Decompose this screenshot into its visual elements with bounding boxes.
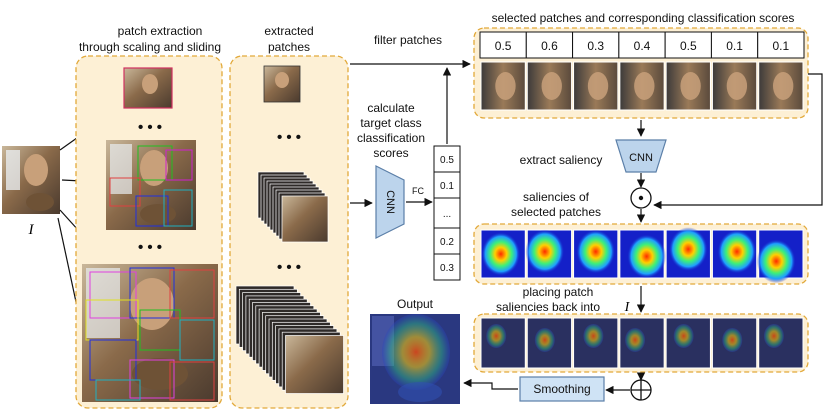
saliency-hotspot: [525, 229, 565, 274]
cnn-horizontal-label: CNN: [629, 152, 653, 164]
fc-cell: [433, 145, 461, 173]
fc-score: ...: [443, 209, 451, 220]
placed-saliency-overlay: [534, 328, 555, 352]
saliency-maps-row: [480, 227, 804, 284]
placed-saliency-overlay: [722, 328, 743, 352]
fc-score: 0.1: [440, 181, 454, 192]
calc-label-4: scores: [373, 146, 408, 160]
selected-patch-dog: [495, 72, 516, 100]
placing-image-symbol: I: [624, 300, 631, 315]
placed-saliency-overlay: [625, 328, 646, 352]
smoothing-box: [519, 376, 605, 402]
extracted-title-2: patches: [268, 40, 310, 54]
small-scale-image: [123, 67, 173, 109]
fc-cell: [433, 171, 461, 199]
dots-2: • • •: [138, 239, 162, 256]
extracted-title-1: extracted: [264, 24, 313, 38]
saliency-hotspot: [481, 232, 521, 276]
bypass-arrow: [653, 73, 823, 210]
placed-saliency-overlay: [763, 324, 784, 348]
single-patch: [263, 65, 301, 103]
fc-cell: [433, 197, 461, 229]
score-cell: [525, 31, 574, 59]
output-label: Output: [397, 297, 434, 311]
patch-stack-2: [235, 285, 344, 394]
medium-scale-image: [106, 140, 196, 230]
dots-4: • • •: [277, 259, 301, 276]
stacked-patch: [285, 335, 344, 394]
fc-cell: [433, 253, 461, 281]
cnn-block-horizontal: [615, 139, 667, 173]
saliencies-label-1: saliencies of: [523, 190, 590, 204]
selected-patch-dog: [587, 72, 609, 100]
calc-label-1: calculate: [367, 101, 415, 115]
placing-label-1: placing patch: [523, 285, 594, 299]
filter-label: filter patches: [374, 33, 442, 47]
score-value: 0.4: [634, 39, 651, 53]
sum-icon: [630, 379, 652, 401]
saliency-hotspot: [627, 234, 667, 279]
patch-stack-1: [257, 171, 329, 243]
placed-saliency-row: [480, 317, 804, 369]
score-cell: [664, 31, 712, 59]
selected-patch-dog: [772, 72, 794, 100]
placing-label-2: saliencies back into: [496, 300, 600, 314]
saliency-hotspot: [717, 229, 757, 274]
score-value: 0.3: [587, 39, 604, 53]
saliencies-label-2: selected patches: [511, 205, 601, 219]
cnn-vertical-label: CNN: [384, 190, 396, 214]
selected-patches-row: [480, 61, 804, 111]
placed-saliency-overlay: [486, 324, 507, 348]
fc-label: FC: [412, 186, 424, 196]
stacked-patch: [281, 195, 329, 243]
selected-score-row: 0.5 0.6 0.3 0.4 0.5 0.1 0.1: [479, 31, 805, 59]
smoothing-label: Smoothing: [533, 382, 590, 396]
score-value: 0.1: [726, 39, 743, 53]
saliency-hotspot: [668, 227, 708, 272]
fc-score: 0.2: [440, 237, 454, 248]
calc-label-3: classification: [357, 131, 425, 145]
selected-patch-dog: [634, 72, 655, 100]
placed-saliency-overlay: [673, 324, 694, 348]
extract-saliency-label: extract saliency: [520, 153, 603, 167]
score-cell: [479, 31, 527, 59]
score-cell: [710, 31, 759, 59]
score-cell: [572, 31, 620, 59]
selected-patch-dog: [541, 72, 562, 100]
fc-cell: [433, 227, 461, 255]
output-image: [370, 314, 460, 404]
score-cell: [757, 31, 805, 59]
fc-score: 0.3: [440, 263, 454, 274]
score-value: 0.6: [541, 39, 558, 53]
fc-score-column: 0.5 0.1 ... 0.2 0.3: [433, 145, 461, 281]
cnn-block-vertical: [375, 165, 405, 239]
patch-extraction-title-2: through scaling and sliding: [79, 40, 221, 54]
input-image: [2, 146, 60, 214]
dots-1: • • •: [138, 119, 162, 136]
selected-patch-dog: [680, 72, 701, 100]
score-value: 0.5: [495, 39, 512, 53]
elementwise-product-icon: [630, 187, 652, 209]
large-scale-image: [82, 264, 218, 402]
score-value: 0.1: [773, 39, 790, 53]
saliency-hotspot: [576, 229, 616, 274]
fc-score: 0.5: [440, 155, 454, 166]
calc-label-2: target class: [360, 116, 421, 130]
patch-extraction-title-1: patch extraction: [118, 24, 203, 38]
score-value: 0.5: [680, 39, 697, 53]
selected-header: selected patches and corresponding class…: [492, 11, 795, 25]
arrow-smoothing-to-output: [463, 378, 518, 390]
input-image-symbol: I: [28, 222, 35, 238]
saliency-hotspot: [756, 239, 796, 284]
dots-3: • • •: [277, 129, 301, 146]
placed-saliency-overlay: [583, 324, 604, 348]
selected-patch-dog: [726, 72, 748, 100]
